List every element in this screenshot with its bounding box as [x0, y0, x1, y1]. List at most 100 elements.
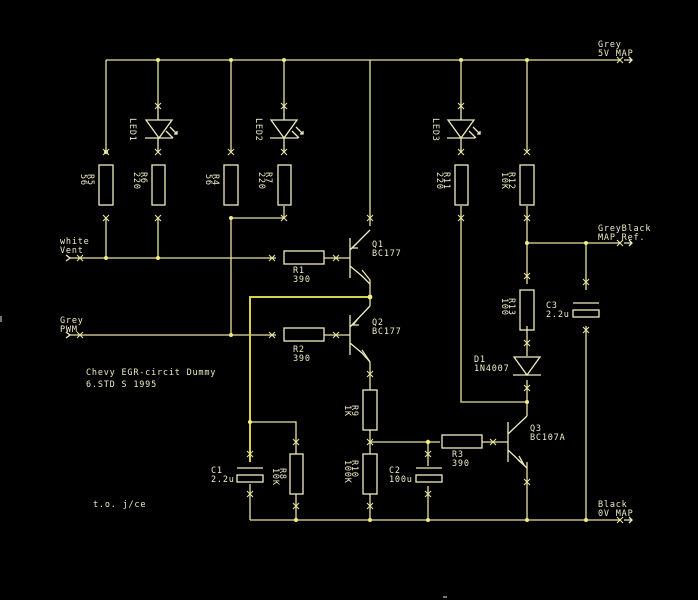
- connector-label: Grey: [598, 40, 622, 50]
- led2: LED2: [253, 106, 304, 152]
- junction: [156, 58, 160, 62]
- component-ref: R10: [349, 460, 359, 478]
- resistor-r3: R3 390: [441, 434, 483, 469]
- resistor-body: [289, 453, 304, 495]
- component-ref: LED3: [430, 118, 440, 142]
- resistor-body: [223, 164, 239, 206]
- junction: [525, 400, 529, 404]
- component-value: 2.2u: [211, 475, 235, 485]
- component-value: BC107A: [530, 433, 566, 443]
- resistor-r10: R10 100K: [342, 453, 378, 495]
- component-ref: R7: [263, 172, 273, 184]
- component-value: 2.2u: [546, 310, 570, 320]
- component-value: 390: [293, 354, 311, 364]
- footer-initials: t.o. j/ce: [93, 500, 146, 510]
- component-ref: Q3: [530, 424, 542, 434]
- title-block: Chevy EGR-circit Dummy 6.STD S 1995: [86, 368, 216, 390]
- component-value: 100u: [389, 475, 413, 485]
- junctions: [104, 58, 588, 522]
- component-ref: R4: [210, 174, 220, 186]
- component-value: 1K: [342, 405, 352, 417]
- resistor-body: [283, 250, 325, 265]
- junction: [367, 294, 373, 300]
- emitter-arrow-icon: [351, 319, 359, 326]
- led-light-arrows-icon: [291, 126, 304, 139]
- resistor-body: [519, 289, 535, 331]
- component-ref: C3: [546, 301, 558, 311]
- component-value: 56: [203, 174, 213, 186]
- capacitor-plate: [415, 474, 443, 483]
- wire-feedback-c1: [249, 296, 370, 462]
- connector-label: 5V MAP: [598, 49, 634, 59]
- resistor-r13: R13 100: [499, 289, 535, 331]
- component-value: 1N4007: [474, 364, 510, 374]
- component-value: 220: [256, 172, 266, 190]
- connector-label: PWM: [60, 325, 78, 335]
- led-light-arrows-icon: [165, 126, 178, 139]
- connector-arrow-icon: [624, 56, 633, 64]
- connector-label: Grey: [60, 316, 84, 326]
- resistor-body: [362, 389, 378, 431]
- junction: [459, 58, 463, 62]
- connector-grey-black: GreyBlack MAP Ref.: [598, 224, 651, 247]
- wire-r8-link: [250, 421, 297, 454]
- resistor-body: [454, 164, 469, 206]
- junction: [525, 241, 529, 245]
- transistor-q1: Q1 BC177: [346, 229, 401, 285]
- component-ref: R3: [452, 450, 464, 460]
- connector-label: Black: [598, 500, 628, 510]
- led-triangle-icon: [269, 106, 299, 152]
- component-ref: R1: [293, 266, 305, 276]
- led1: LED1: [127, 106, 178, 152]
- resistor-r7: R7 220: [256, 164, 292, 206]
- resistor-r11: R11 220: [434, 164, 469, 206]
- junction: [294, 518, 298, 522]
- junction: [229, 333, 233, 337]
- capacitor-c2: C2 100u: [389, 466, 443, 485]
- component-ref: R13: [506, 298, 516, 316]
- connector-label: GreyBlack: [598, 224, 651, 234]
- capacitor-plate: [236, 474, 264, 483]
- component-value: 100: [499, 298, 509, 316]
- capacitor-c1: C1 2.2u: [211, 466, 264, 485]
- resistor-r12: R12 10K: [499, 164, 535, 206]
- title-line-1: Chevy EGR-circit Dummy: [86, 368, 216, 378]
- component-value: 220: [434, 172, 444, 190]
- resistor-r4: R4 56: [203, 164, 239, 206]
- capacitor-plate: [572, 309, 600, 318]
- resistor-r9: R9 1K: [342, 389, 378, 431]
- component-value: 10K: [270, 468, 280, 486]
- component-ref: C1: [211, 466, 223, 476]
- wire-r11-bottom: [460, 206, 527, 403]
- junction: [368, 518, 372, 522]
- connector-black-0v: Black 0V MAP: [598, 500, 633, 524]
- diode-d1: D1 1N4007: [474, 355, 542, 377]
- component-value: 390: [293, 275, 311, 285]
- component-value: 10K: [499, 172, 509, 190]
- transistor-npn-icon: [506, 415, 528, 469]
- emitter-arrow-icon: [517, 455, 525, 466]
- led-triangle-icon: [144, 106, 174, 152]
- connector-label: MAP Ref.: [598, 233, 645, 243]
- resistor-r8: R8 10K: [270, 453, 304, 495]
- connector-arrow-icon: [624, 516, 633, 524]
- junction: [229, 216, 233, 220]
- connector-label: Vent: [60, 246, 84, 256]
- led-triangle-icon: [446, 106, 476, 152]
- component-ref: R11: [441, 172, 451, 190]
- component-value: BC177: [372, 327, 402, 337]
- junction: [248, 420, 252, 424]
- transistor-pnp-icon: [346, 305, 371, 363]
- component-ref: R5: [85, 174, 95, 186]
- component-ref: LED1: [127, 118, 137, 142]
- resistor-r5: R5 56: [78, 164, 114, 206]
- resistor-body: [362, 453, 378, 495]
- resistor-r2: R2 390: [283, 327, 325, 364]
- junction: [426, 518, 430, 522]
- resistor-body: [441, 434, 483, 449]
- junction: [282, 58, 286, 62]
- junction: [584, 241, 588, 245]
- resistor-r6: R6 220: [131, 164, 166, 206]
- component-value: 100K: [342, 460, 352, 484]
